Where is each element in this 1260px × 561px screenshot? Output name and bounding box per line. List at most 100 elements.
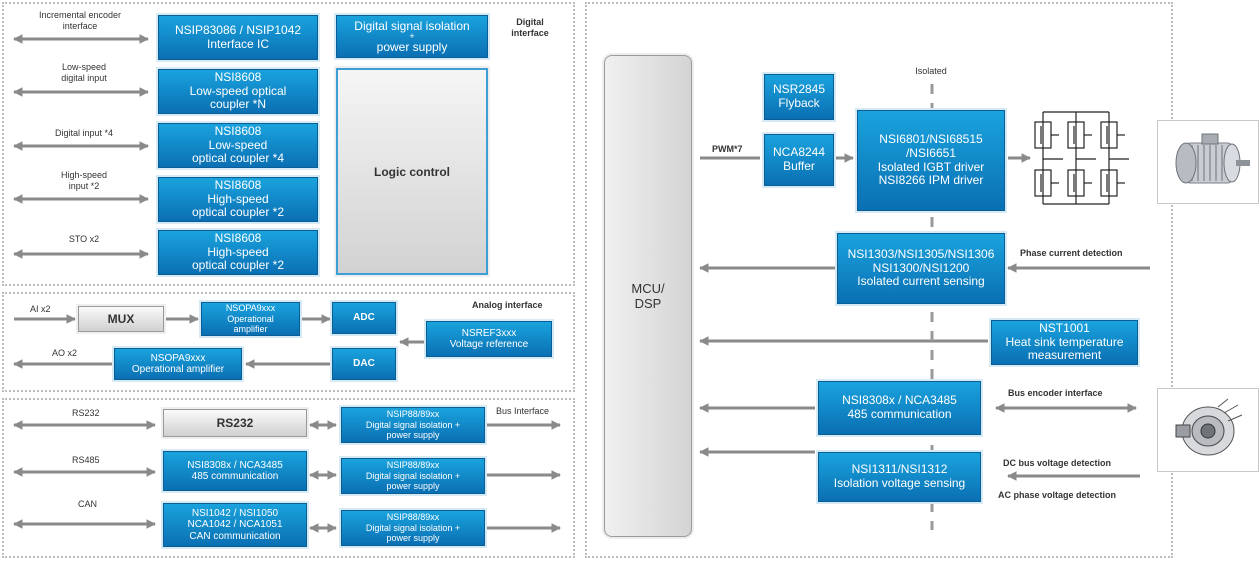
interface-ic-line2: Interface IC — [206, 36, 270, 51]
buffer-box: NCA8244 Buffer — [764, 134, 834, 186]
label-incremental-encoder: Incremental encoder interface — [38, 10, 122, 32]
driver-line4: NSI8266 IPM driver — [878, 173, 984, 188]
opamp-bottom-line1: NSOPA9xxx — [150, 352, 206, 364]
bus-iso-box-rs232: NSIP88/89xx Digital signal isolation + p… — [341, 407, 485, 443]
rs232-box: RS232 — [163, 409, 307, 437]
low-speed-coupler-n-box: NSI8608 Low-speed optical coupler *N — [158, 69, 318, 114]
igbt-driver-box: NSI6801/NSI68515 /NSI6651 Isolated IGBT … — [857, 110, 1005, 211]
hs-coupler1-line3: optical coupler *2 — [191, 205, 285, 220]
bus-iso3-line2: Digital signal isolation + — [365, 522, 461, 533]
opamp-bottom-line2: Operational amplifier — [131, 364, 225, 375]
mcu-dsp-box: MCU/ DSP — [604, 55, 692, 537]
coupler-4-line3: optical coupler *4 — [191, 151, 285, 166]
label-ao: AO x2 — [52, 348, 78, 358]
logic-control-label: Logic control — [374, 164, 450, 179]
can-line1: NSI1042 / NSI1050 — [191, 507, 279, 519]
hs-coupler2-line2: High-speed — [207, 244, 269, 259]
rs232-box-label: RS232 — [216, 416, 254, 430]
hs-coupler2-line1: NSI8608 — [214, 230, 262, 245]
bus-iso-box-can: NSIP88/89xx Digital signal isolation + p… — [341, 510, 485, 546]
coupler-n-line3: coupler *N — [209, 97, 267, 112]
label-rs485: RS485 — [72, 455, 100, 465]
label-low-speed-input: Low-speed digital input — [61, 62, 107, 84]
opamp-bottom-box: NSOPA9xxx Operational amplifier — [114, 348, 242, 380]
mcu-line2: DSP — [634, 296, 662, 311]
digital-interface-title: Digital interface — [511, 17, 549, 39]
label-can: CAN — [78, 499, 98, 509]
dac-box: DAC — [332, 348, 396, 380]
digital-isolation-power-box: Digital signal isolation + power supply — [336, 15, 488, 58]
comm485-line1: NSI8308x / NCA3485 — [842, 393, 957, 408]
voltage-line1: NSI1311/NSI1312 — [851, 462, 948, 477]
power-stage-panel — [585, 2, 1173, 558]
label-high-speed-input: High-speed input *2 — [60, 170, 108, 192]
current-line3: Isolated current sensing — [857, 274, 985, 289]
coupler-n-line2: Low-speed optical — [189, 83, 287, 98]
opamp-top-line3: amplifier — [233, 324, 268, 335]
analog-interface-title: Analog interface — [472, 300, 543, 310]
pwm-label: PWM*7 — [712, 144, 743, 154]
rs485-box: NSI8308x / NCA3485 485 communication — [163, 451, 307, 491]
encoder-image — [1157, 388, 1259, 472]
can-line2: NCA1042 / NCA1051 — [187, 519, 283, 531]
can-line3: CAN communication — [189, 530, 281, 542]
low-speed-coupler-4-box: NSI8608 Low-speed optical coupler *4 — [158, 123, 318, 168]
isolated-label: Isolated — [915, 66, 947, 76]
igbt-bridge — [1034, 111, 1129, 205]
label-sto: STO x2 — [68, 234, 100, 244]
bus-iso3-line1: NSIP88/89xx — [386, 512, 440, 523]
bus-iso3-line3: power supply — [386, 533, 440, 544]
comm485-line2: 485 communication — [847, 407, 952, 421]
coupler-n-line1: NSI8608 — [214, 69, 262, 84]
digital-interface-panel — [2, 2, 575, 286]
coupler-4-line1: NSI8608 — [214, 123, 262, 138]
hs-coupler2-line3: optical coupler *2 — [191, 258, 285, 273]
buffer-line2: Buffer — [783, 159, 815, 173]
comm-485-box: NSI8308x / NCA3485 485 communication — [818, 381, 981, 435]
dac-label: DAC — [353, 358, 375, 370]
high-speed-coupler-box-2: NSI8608 High-speed optical coupler *2 — [158, 230, 318, 275]
current-line2: NSI1300/NSI1200 — [872, 260, 970, 275]
driver-line1: NSI6801/NSI68515 — [879, 131, 983, 146]
adc-label: ADC — [353, 312, 375, 324]
vref-box: NSREF3xxx Voltage reference — [426, 321, 552, 357]
bus-iso2-line2: Digital signal isolation + — [365, 470, 461, 481]
flyback-line1: NSR2845 — [772, 82, 826, 97]
iso-power-line3: power supply — [376, 40, 448, 54]
bus-iso1-line1: NSIP88/89xx — [386, 409, 440, 420]
mux-box: MUX — [78, 306, 164, 332]
vref-line2: Voltage reference — [449, 339, 529, 350]
opamp-top-line2: Operational — [227, 313, 274, 324]
vref-line1: NSREF3xxx — [461, 327, 517, 339]
driver-line2: /NSI6651 — [905, 145, 957, 160]
logic-control-box: Logic control — [336, 68, 488, 275]
phase-current-label: Phase current detection — [1020, 248, 1123, 258]
mcu-line1: MCU/ — [631, 281, 665, 296]
voltage-sensing-box: NSI1311/NSI1312 Isolation voltage sensin… — [818, 452, 981, 502]
current-line1: NSI1303/NSI1305/NSI1306 — [847, 246, 995, 261]
bus-iso2-line3: power supply — [386, 481, 440, 492]
hs-coupler1-line1: NSI8608 — [214, 177, 262, 192]
dc-bus-label: DC bus voltage detection — [1003, 458, 1112, 468]
motor-image — [1157, 120, 1259, 204]
driver-line3: Isolated IGBT driver — [877, 159, 985, 174]
bus-iso1-line2: Digital signal isolation + — [365, 419, 461, 430]
rs485-line1: NSI8308x / NCA3485 — [187, 459, 283, 471]
high-speed-coupler-box-1: NSI8608 High-speed optical coupler *2 — [158, 177, 318, 222]
interface-ic-line1: NSIP83086 / NSIP1042 — [174, 22, 302, 37]
opamp-top-line1: NSOPA9xxx — [225, 303, 276, 314]
can-box: NSI1042 / NSI1050 NCA1042 / NCA1051 CAN … — [163, 503, 307, 547]
flyback-line2: Flyback — [778, 96, 820, 110]
iso-power-line2: + — [409, 31, 415, 41]
bus-iso2-line1: NSIP88/89xx — [386, 460, 440, 471]
bus-encoder-label: Bus encoder interface — [1008, 388, 1103, 398]
interface-ic-box: NSIP83086 / NSIP1042 Interface IC — [158, 15, 318, 60]
ac-phase-label: AC phase voltage detection — [998, 490, 1117, 500]
label-rs232: RS232 — [72, 408, 100, 418]
flyback-box: NSR2845 Flyback — [764, 74, 834, 120]
label-digital-input-4: Digital input *4 — [54, 128, 114, 138]
mux-label: MUX — [107, 312, 135, 326]
label-ai: AI x2 — [30, 304, 51, 314]
bus-interface-title: Bus Interface — [496, 406, 550, 416]
